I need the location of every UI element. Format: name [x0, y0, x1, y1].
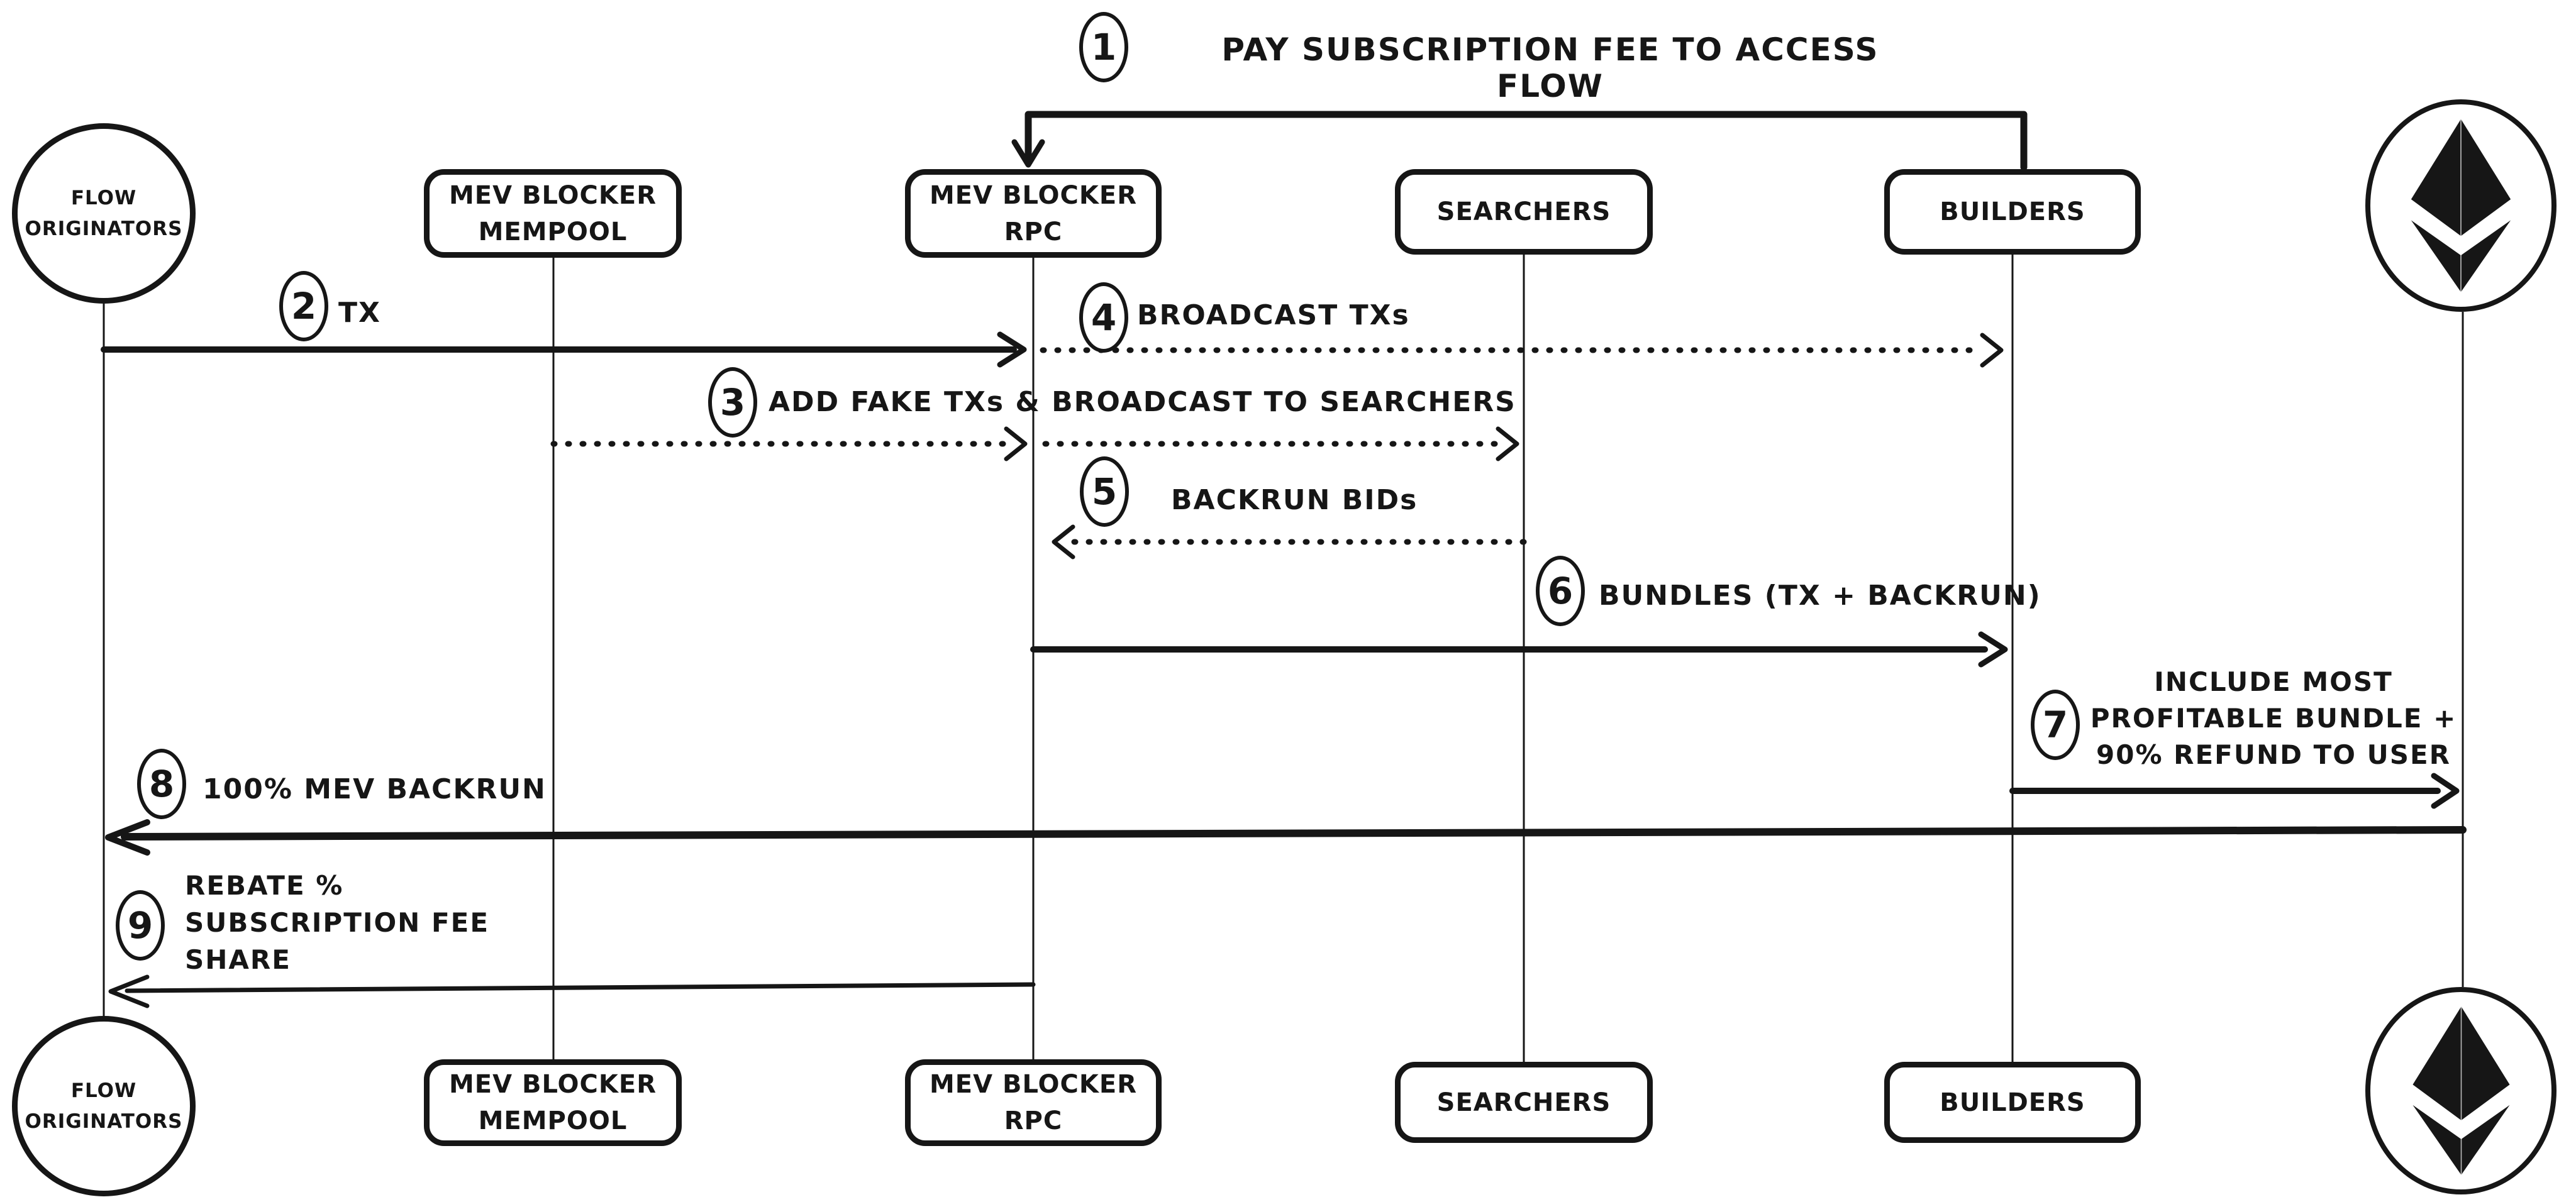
- actor-mev-blocker-rpc-bottom: MEV BLOCKER RPC: [905, 1059, 1162, 1146]
- actor-ethereum-top: [2365, 99, 2557, 312]
- step-4-number: 4: [1091, 296, 1117, 339]
- lifelines: [103, 255, 2464, 1062]
- message-5-arrow: [1052, 524, 1527, 560]
- message-7-label: INCLUDE MOST PROFITABLE BUNDLE + 90% REF…: [2090, 666, 2457, 770]
- actor-label: MEV BLOCKER RPC: [929, 1070, 1138, 1135]
- message-5-label: BACKRUN BIDs: [1171, 484, 1418, 516]
- actor-flow-originators-bottom: FLOW ORIGINATORS: [12, 1016, 196, 1196]
- ethereum-icon: [2411, 119, 2511, 292]
- step-3-badge: 3: [708, 367, 757, 438]
- message-1-connector: [1011, 111, 2028, 171]
- message-3-arrow: [550, 426, 1519, 461]
- actor-label: FLOW ORIGINATORS: [25, 1079, 183, 1133]
- message-9-arrow: [108, 974, 1036, 1008]
- actor-mev-blocker-mempool-top: MEV BLOCKER MEMPOOL: [424, 169, 682, 258]
- step-3-number: 3: [719, 381, 746, 424]
- arrowhead-left: [108, 974, 150, 1008]
- actor-label: SEARCHERS: [1436, 197, 1611, 226]
- message-2-label: TX: [338, 297, 381, 329]
- message-4-arrow: [1040, 333, 2004, 368]
- message-9-label: REBATE % SUBSCRIPTION FEE SHARE: [185, 870, 490, 975]
- message-4-label: BROADCAST TXs: [1137, 299, 1410, 331]
- actor-flow-originators-top: FLOW ORIGINATORS: [12, 123, 196, 304]
- arrowhead-right: [1496, 426, 1519, 461]
- arrowhead-right: [2431, 773, 2460, 809]
- actor-mev-blocker-mempool-bottom: MEV BLOCKER MEMPOOL: [424, 1059, 682, 1146]
- step-9-number: 9: [127, 904, 153, 947]
- arrowhead-right: [1978, 631, 2008, 668]
- actor-mev-blocker-rpc-top: MEV BLOCKER RPC: [905, 169, 1162, 258]
- actor-builders-bottom: BUILDERS: [1884, 1062, 2141, 1143]
- step-4-badge: 4: [1079, 282, 1128, 353]
- step-2-badge: 2: [279, 271, 328, 341]
- actor-builders-top: BUILDERS: [1884, 169, 2141, 255]
- step-1-number: 1: [1091, 26, 1117, 69]
- arrowhead-down: [1011, 139, 1045, 168]
- actor-label: MEV BLOCKER MEMPOOL: [448, 180, 657, 246]
- step-8-badge: 8: [137, 749, 186, 819]
- step-7-badge: 7: [2031, 690, 2080, 760]
- step-5-badge: 5: [1080, 456, 1129, 527]
- step-2-number: 2: [291, 285, 317, 328]
- actor-label: SEARCHERS: [1436, 1088, 1611, 1117]
- message-7-arrow: [2009, 773, 2460, 809]
- actor-label: FLOW ORIGINATORS: [25, 187, 183, 240]
- message-6-label: BUNDLES (TX + BACKRUN): [1599, 580, 2041, 612]
- arrowhead-left: [1052, 524, 1075, 560]
- actor-ethereum-bottom: [2365, 987, 2557, 1194]
- message-6-arrow: [1030, 631, 2008, 668]
- actor-label: BUILDERS: [1940, 1088, 2085, 1117]
- step-6-badge: 6: [1536, 556, 1585, 626]
- actor-label: MEV BLOCKER MEMPOOL: [448, 1070, 657, 1135]
- arrowhead-right: [1004, 426, 1028, 461]
- step-7-number: 7: [2042, 703, 2068, 746]
- step-1-badge: 1: [1079, 12, 1128, 82]
- actor-label: MEV BLOCKER RPC: [929, 180, 1138, 246]
- step-5-number: 5: [1091, 470, 1118, 513]
- actor-searchers-bottom: SEARCHERS: [1395, 1062, 1653, 1143]
- message-3-label: ADD FAKE TXs & BROADCAST TO SEARCHERS: [769, 386, 1516, 418]
- message-8-arrow: [105, 819, 2467, 856]
- step-9-badge: 9: [116, 890, 165, 961]
- message-8-label: 100% MEV BACKRUN: [203, 773, 547, 805]
- message-2-arrow: [101, 331, 1027, 368]
- actor-searchers-top: SEARCHERS: [1395, 169, 1653, 255]
- message-1-label: PAY SUBSCRIPTION FEE TO ACCESS FLOW: [1221, 31, 1879, 104]
- ethereum-icon: [2412, 1006, 2510, 1175]
- arrowhead-right: [997, 331, 1027, 368]
- actor-label: BUILDERS: [1940, 197, 2085, 226]
- step-6-number: 6: [1547, 570, 1574, 612]
- step-8-number: 8: [148, 763, 175, 805]
- arrowhead-left: [105, 819, 150, 856]
- arrowhead-right: [1980, 333, 2004, 368]
